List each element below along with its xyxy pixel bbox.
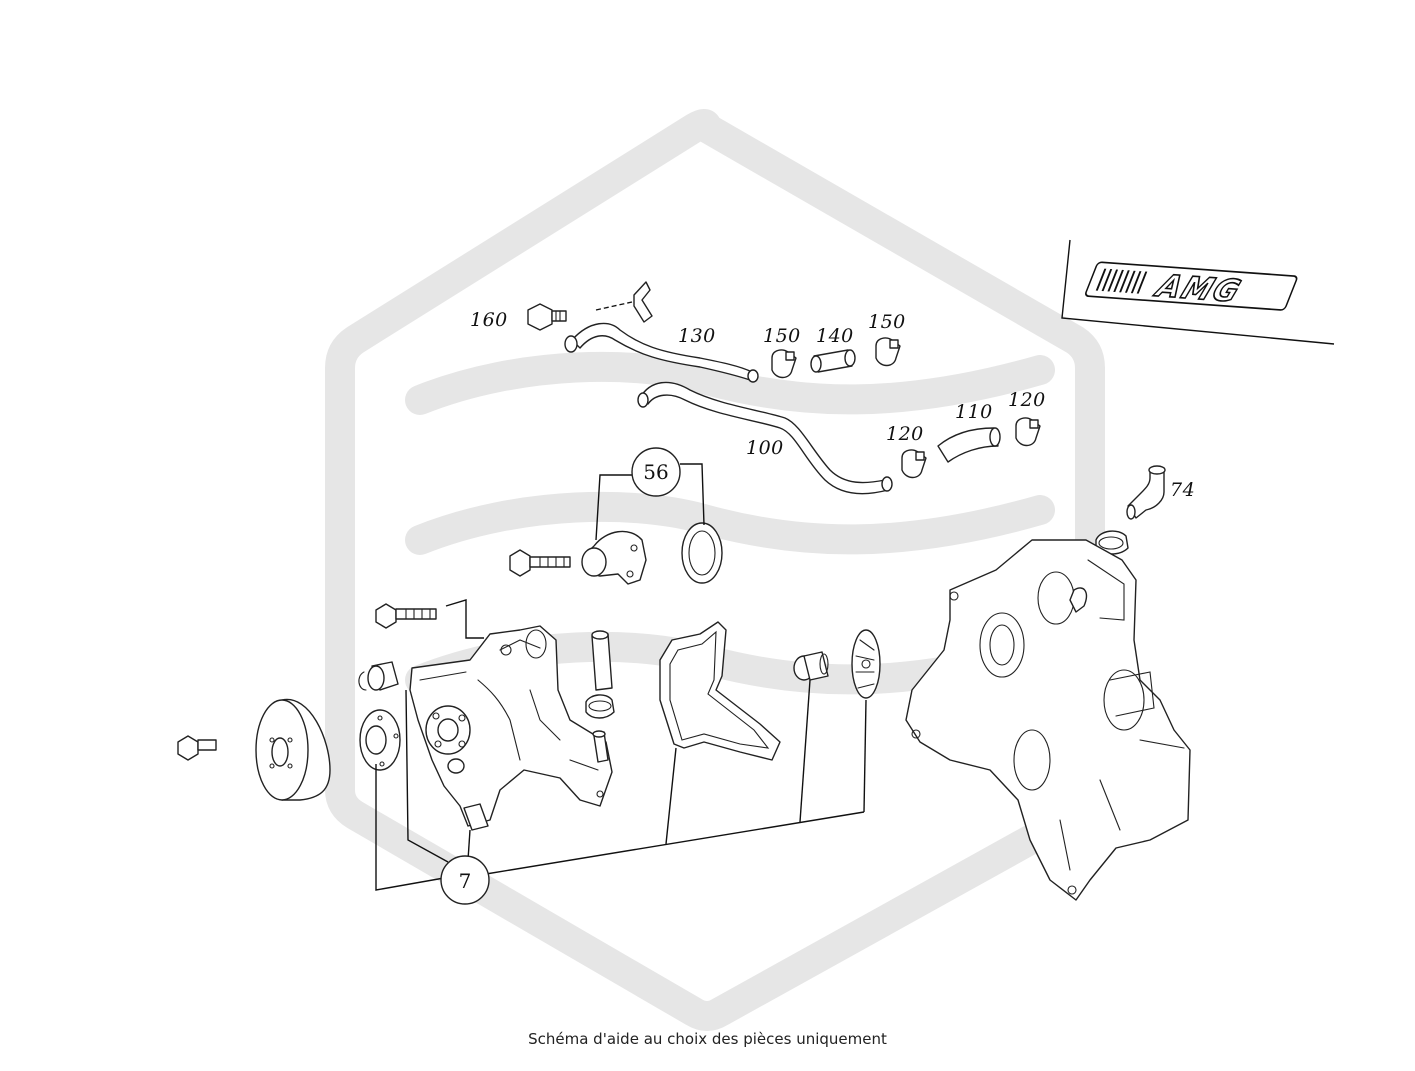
callout-150-left: 150 (763, 325, 801, 347)
callout-110: 110 (955, 401, 993, 423)
diagram-caption: Schéma d'aide au choix des pièces unique… (528, 1030, 887, 1048)
water-pump (409, 625, 613, 831)
elbow-74 (1126, 465, 1166, 520)
amg-logo-text: AMG (1150, 268, 1247, 309)
clamp-120-lower (901, 449, 927, 479)
engine-housing (905, 539, 1191, 901)
callout-circle-56 (631, 447, 681, 497)
callout-120-upper: 120 (1008, 389, 1046, 411)
callout-circle-7 (440, 855, 490, 905)
pulley (255, 698, 331, 801)
leader-56b (680, 463, 705, 526)
callout-140: 140 (816, 325, 854, 347)
bushing (358, 661, 399, 691)
clamp-150-right (875, 337, 901, 367)
thermostat-housing (581, 530, 647, 585)
leader-bolt-pump (445, 599, 484, 639)
pipe-sleeve (591, 630, 613, 691)
bolt-pulley (177, 735, 217, 761)
callout-56: 56 (643, 460, 668, 484)
callout-7: 7 (459, 869, 472, 893)
bracket-clip (595, 281, 653, 323)
hub-flange (359, 709, 401, 771)
gasket (659, 621, 781, 761)
amg-logo: AMG (1061, 239, 1335, 345)
bolt-thermostat (509, 549, 571, 577)
callout-160: 160 (470, 309, 508, 331)
impeller (851, 629, 881, 699)
hose-100 (637, 381, 893, 495)
leader-7 (375, 679, 867, 891)
callout-100: 100 (746, 437, 784, 459)
callout-130: 130 (678, 325, 716, 347)
callout-120-lower: 120 (886, 423, 924, 445)
sleeve-140 (810, 349, 856, 373)
callout-150-right: 150 (868, 311, 906, 333)
leader-56 (595, 474, 632, 541)
bolt-160 (527, 303, 567, 331)
callout-74: 74 (1170, 479, 1195, 501)
bolt-pump (375, 603, 437, 629)
clamp-150-left (771, 349, 797, 379)
hose-130 (564, 322, 759, 383)
hose-110 (937, 427, 1001, 463)
seal-ring (681, 522, 723, 584)
clamp-120-upper (1015, 417, 1041, 447)
clamp-pump (585, 694, 615, 719)
drain-plug (793, 651, 829, 681)
